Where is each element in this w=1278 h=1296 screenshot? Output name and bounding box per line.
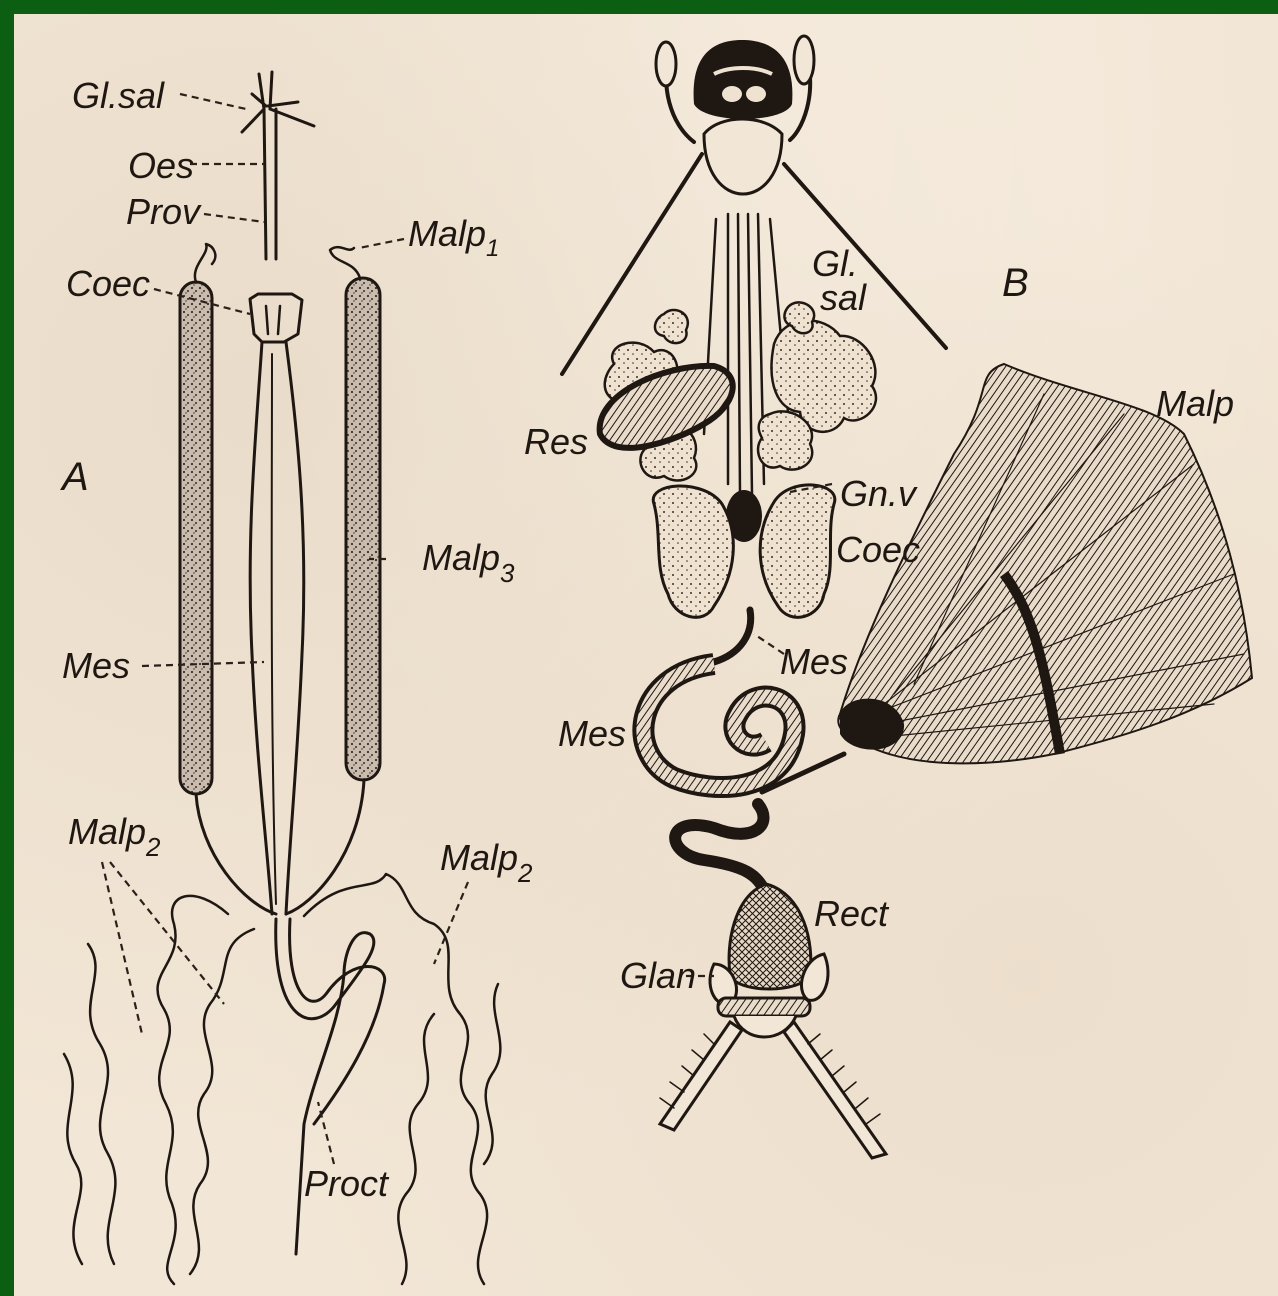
label-gl-sal: Gl.sal <box>72 75 165 116</box>
label-malp2-right: Malp2 <box>440 837 533 888</box>
label-proct: Proct <box>304 1163 390 1204</box>
label-malp2-left: Malp2 <box>68 811 161 862</box>
label-gn-v: Gn.v <box>840 473 918 514</box>
coecum-right <box>760 485 835 617</box>
label-prov: Prov <box>126 191 202 232</box>
label-malp-b: Malp <box>1156 383 1234 424</box>
anatomy-figure: Gl.sal Oes Prov Malp1 Coec A Malp3 Mes M… <box>14 14 1278 1296</box>
label-mes-b-upper: Mes <box>780 641 848 682</box>
rectum-organ <box>729 884 811 989</box>
label-malp3: Malp3 <box>422 537 515 588</box>
paper-background: Gl.sal Oes Prov Malp1 Coec A Malp3 Mes M… <box>14 14 1278 1296</box>
label-res: Res <box>524 421 588 462</box>
malpighian-tubule-left <box>180 282 212 794</box>
label-glan: Glan <box>620 955 696 996</box>
label-coec-b: Coec <box>836 529 920 570</box>
label-mes-b-lower: Mes <box>558 713 626 754</box>
label-oes: Oes <box>128 145 194 186</box>
label-gl-sal-b-line2: sal <box>820 277 867 318</box>
panel-a-labels: Gl.sal Oes Prov Malp1 Coec A Malp3 Mes M… <box>60 75 533 1204</box>
panel-a-letter: A <box>60 455 89 499</box>
label-coec-a: Coec <box>66 263 150 304</box>
label-rect: Rect <box>814 893 890 934</box>
malpighian-tubule-right <box>346 278 380 780</box>
label-mes-a: Mes <box>62 645 130 686</box>
coecum-left <box>653 486 733 617</box>
panel-a-leader-lines <box>102 94 468 1164</box>
label-malp1: Malp1 <box>408 213 499 262</box>
panel-b-letter: B <box>1002 261 1029 305</box>
